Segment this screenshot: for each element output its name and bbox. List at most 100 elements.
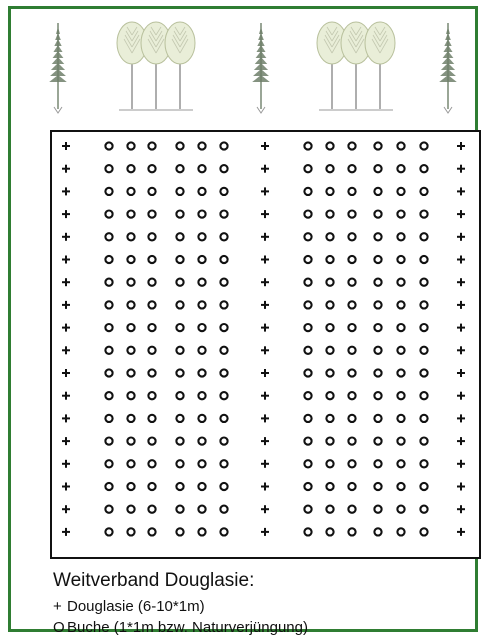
beech-mark (374, 483, 381, 490)
beech-mark (374, 279, 381, 286)
beech-mark (198, 301, 205, 308)
beech-mark (420, 211, 427, 218)
beech-mark (148, 165, 155, 172)
beech-mark (326, 392, 333, 399)
beech-mark (127, 188, 134, 195)
legend-item-douglas: +Douglasie (6-10*1m) (53, 596, 308, 617)
beech-mark (348, 438, 355, 445)
beech-mark (127, 392, 134, 399)
beech-mark (220, 188, 227, 195)
beech-group-3 (317, 22, 395, 110)
beech-mark (220, 438, 227, 445)
beech-mark (397, 347, 404, 354)
douglas-mark (261, 324, 269, 332)
beech-mark (420, 347, 427, 354)
beech-mark (105, 483, 112, 490)
planting-grid (52, 132, 479, 557)
beech-mark (304, 392, 311, 399)
beech-mark (105, 301, 112, 308)
beech-mark (420, 188, 427, 195)
beech-group-1 (117, 22, 195, 110)
beech-mark (374, 415, 381, 422)
conifer-branch (444, 39, 451, 46)
beech-mark (220, 279, 227, 286)
douglas-mark (62, 483, 70, 491)
douglas-mark (62, 187, 70, 195)
beech-mark (105, 279, 112, 286)
beech-mark (420, 142, 427, 149)
douglas-mark (62, 369, 70, 377)
beech-mark (176, 324, 183, 331)
conifer-branch (443, 51, 454, 58)
beech-mark (348, 233, 355, 240)
beech-mark (220, 347, 227, 354)
beech-mark (105, 460, 112, 467)
beech-mark (105, 528, 112, 535)
beech-mark (176, 438, 183, 445)
beech-mark (127, 142, 134, 149)
beech-mark (374, 324, 381, 331)
beech-mark (397, 506, 404, 513)
douglas-mark (62, 528, 70, 536)
douglas-mark (62, 437, 70, 445)
douglas-mark (457, 346, 465, 354)
douglas-symbol: + (53, 596, 67, 617)
beech-mark (304, 347, 311, 354)
beech-mark (304, 188, 311, 195)
beech-mark (220, 528, 227, 535)
beech-mark (326, 233, 333, 240)
beech-mark (326, 438, 333, 445)
beech-mark (420, 460, 427, 467)
douglas-mark (62, 142, 70, 150)
beech-mark (304, 142, 311, 149)
beech-mark (105, 142, 112, 149)
beech-mark (326, 279, 333, 286)
douglas-mark (457, 483, 465, 491)
beech-mark (374, 301, 381, 308)
beech-mark (397, 165, 404, 172)
beech-mark (198, 369, 205, 376)
beech-mark (326, 256, 333, 263)
douglas-mark (62, 210, 70, 218)
beech-mark (326, 369, 333, 376)
beech-mark (326, 528, 333, 535)
douglas-mark (457, 278, 465, 286)
beech-mark (127, 279, 134, 286)
beech-mark (105, 165, 112, 172)
douglas-mark (457, 437, 465, 445)
douglas-mark (261, 392, 269, 400)
beech-mark (148, 415, 155, 422)
beech-mark (374, 233, 381, 240)
beech-mark (374, 142, 381, 149)
beech-mark (397, 211, 404, 218)
conifer-branch (54, 39, 61, 46)
douglas-mark (62, 346, 70, 354)
beech-mark (420, 279, 427, 286)
beech-mark (105, 211, 112, 218)
beech-mark (397, 233, 404, 240)
douglas-mark (457, 301, 465, 309)
beech-mark (105, 369, 112, 376)
douglas-mark (261, 414, 269, 422)
douglas-mark (457, 528, 465, 536)
beech-mark (198, 211, 205, 218)
douglas-mark (261, 278, 269, 286)
beech-mark (326, 142, 333, 149)
conifer-branch (253, 69, 269, 76)
beech-mark (127, 256, 134, 263)
legend-douglas-label: Douglasie (6-10*1m) (67, 598, 205, 615)
conifer-tree-0 (49, 23, 67, 113)
beech-mark (420, 392, 427, 399)
conifer-branch (256, 51, 267, 58)
beech-mark (127, 506, 134, 513)
beech-mark (220, 233, 227, 240)
beech-mark (348, 528, 355, 535)
beech-mark (220, 256, 227, 263)
beech-mark (374, 188, 381, 195)
beech-mark (198, 392, 205, 399)
douglas-mark (261, 346, 269, 354)
beech-mark (105, 506, 112, 513)
conifer-branch (50, 69, 66, 76)
beech-mark (348, 483, 355, 490)
beech-mark (304, 483, 311, 490)
